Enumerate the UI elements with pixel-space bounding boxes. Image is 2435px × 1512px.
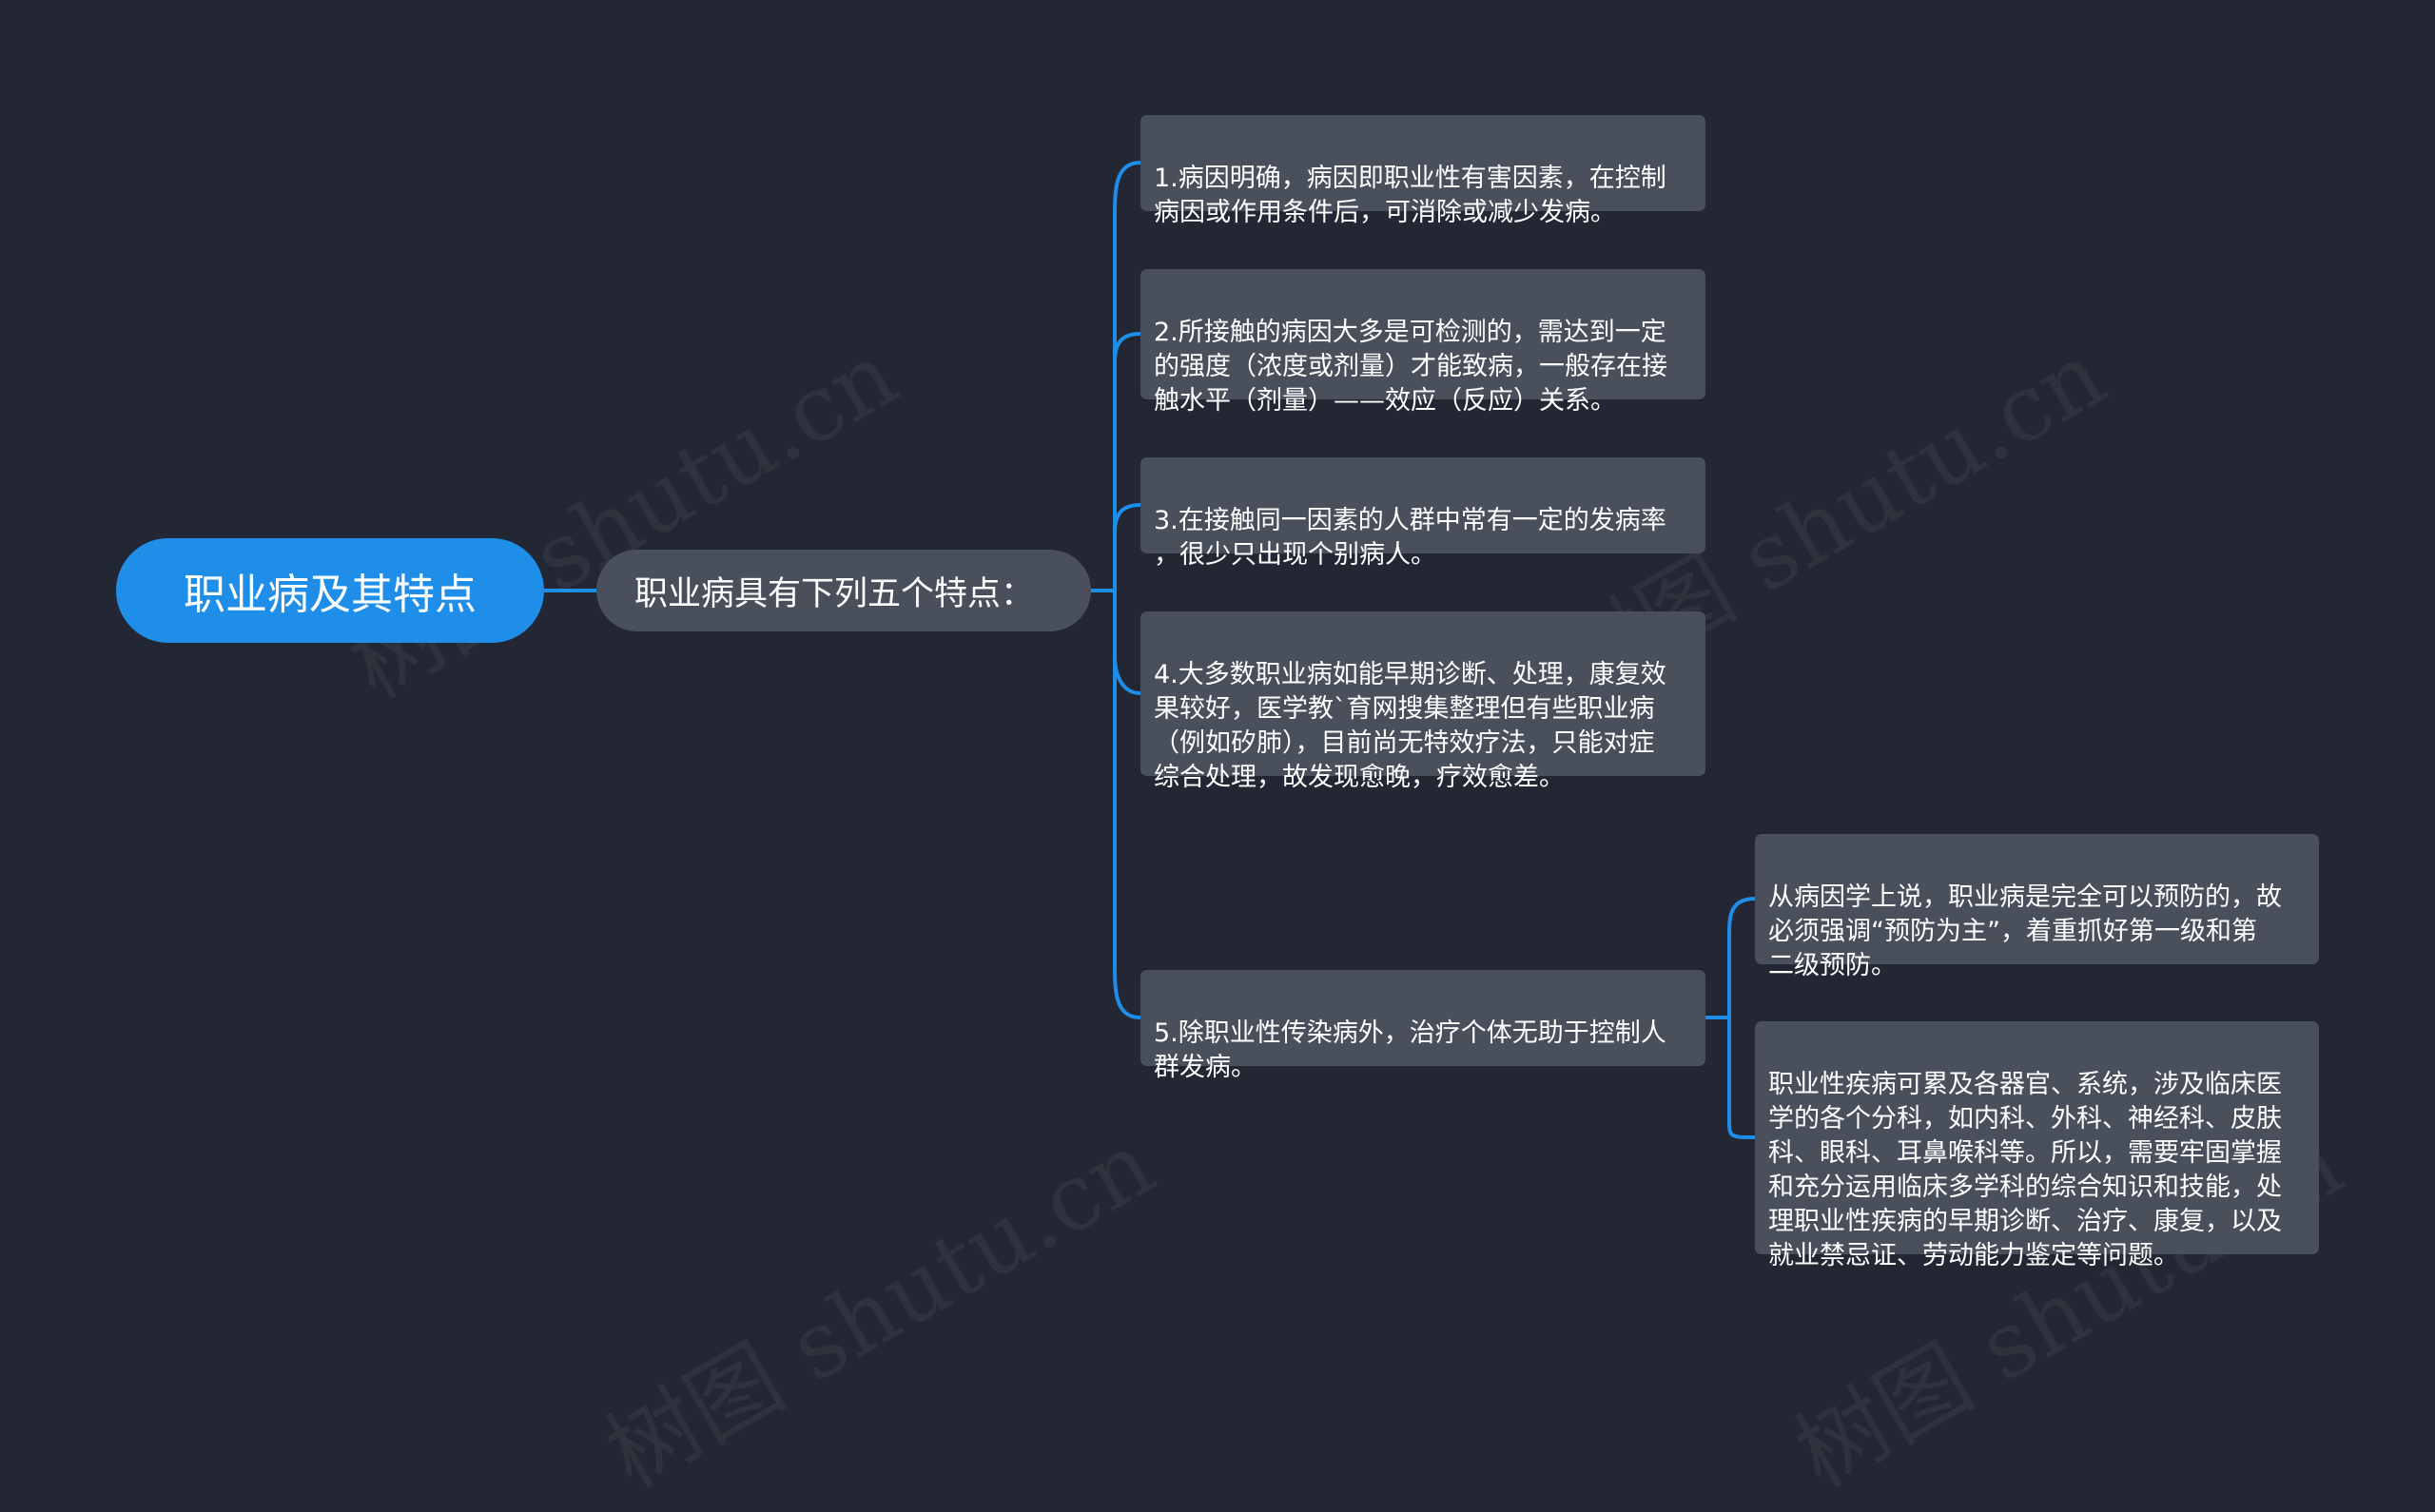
point-node-3[interactable]: 3.在接触同一因素的人群中常有一定的发病率 ，很少只出现个别病人。 bbox=[1140, 457, 1705, 570]
point-node-2[interactable]: 2.所接触的病因大多是可检测的，需达到一定 的强度（浓度或剂量）才能致病，一般存… bbox=[1140, 269, 1705, 416]
point-node-4[interactable]: 4.大多数职业病如能早期诊断、处理，康复效 果较好，医学教`育网搜集整理但有些职… bbox=[1140, 611, 1705, 792]
sub-point-node-2[interactable]: 职业性疾病可累及各器官、系统，涉及临床医 学的各个分科，如内科、外科、神经科、皮… bbox=[1755, 1021, 2319, 1270]
point-text: 2.所接触的病因大多是可检测的，需达到一定 的强度（浓度或剂量）才能致病，一般存… bbox=[1154, 318, 1667, 416]
sub-point-node-1[interactable]: 从病因学上说，职业病是完全可以预防的，故 必须强调“预防为主”，着重抓好第一级和… bbox=[1755, 834, 2319, 980]
root-topic-node[interactable]: 职业病及其特点 bbox=[116, 538, 544, 643]
point-text: 4.大多数职业病如能早期诊断、处理，康复效 果较好，医学教`育网搜集整理但有些职… bbox=[1154, 660, 1666, 792]
connector-lines bbox=[544, 161, 1756, 1139]
point-text: 5.除职业性传染病外，治疗个体无助于控制人 群发病。 bbox=[1154, 1018, 1666, 1082]
point-node-1[interactable]: 1.病因明确，病因即职业性有害因素，在控制 病因或作用条件后，可消除或减少发病。 bbox=[1140, 115, 1705, 227]
point-node-5[interactable]: 5.除职业性传染病外，治疗个体无助于控制人 群发病。 bbox=[1140, 970, 1705, 1082]
connector-sub-points bbox=[1727, 897, 1756, 1139]
connector-point-1 bbox=[1113, 161, 1141, 1019]
connector-point-2 bbox=[1113, 332, 1141, 362]
connector-point-3 bbox=[1113, 503, 1141, 533]
branch-topic-label: 职业病具有下列五个特点： bbox=[634, 574, 1035, 613]
branch-topic-node[interactable]: 职业病具有下列五个特点： bbox=[596, 550, 1091, 631]
sub-point-text: 职业性疾病可累及各器官、系统，涉及临床医 学的各个分科，如内科、外科、神经科、皮… bbox=[1768, 1070, 2282, 1270]
point-text: 3.在接触同一因素的人群中常有一定的发病率 ，很少只出现个别病人。 bbox=[1154, 506, 1666, 570]
sub-point-text: 从病因学上说，职业病是完全可以预防的，故 必须强调“预防为主”，着重抓好第一级和… bbox=[1768, 882, 2282, 980]
point-text: 1.病因明确，病因即职业性有害因素，在控制 病因或作用条件后，可消除或减少发病。 bbox=[1154, 164, 1666, 227]
connector-point-4 bbox=[1113, 655, 1141, 695]
root-topic-label: 职业病及其特点 bbox=[184, 571, 477, 619]
